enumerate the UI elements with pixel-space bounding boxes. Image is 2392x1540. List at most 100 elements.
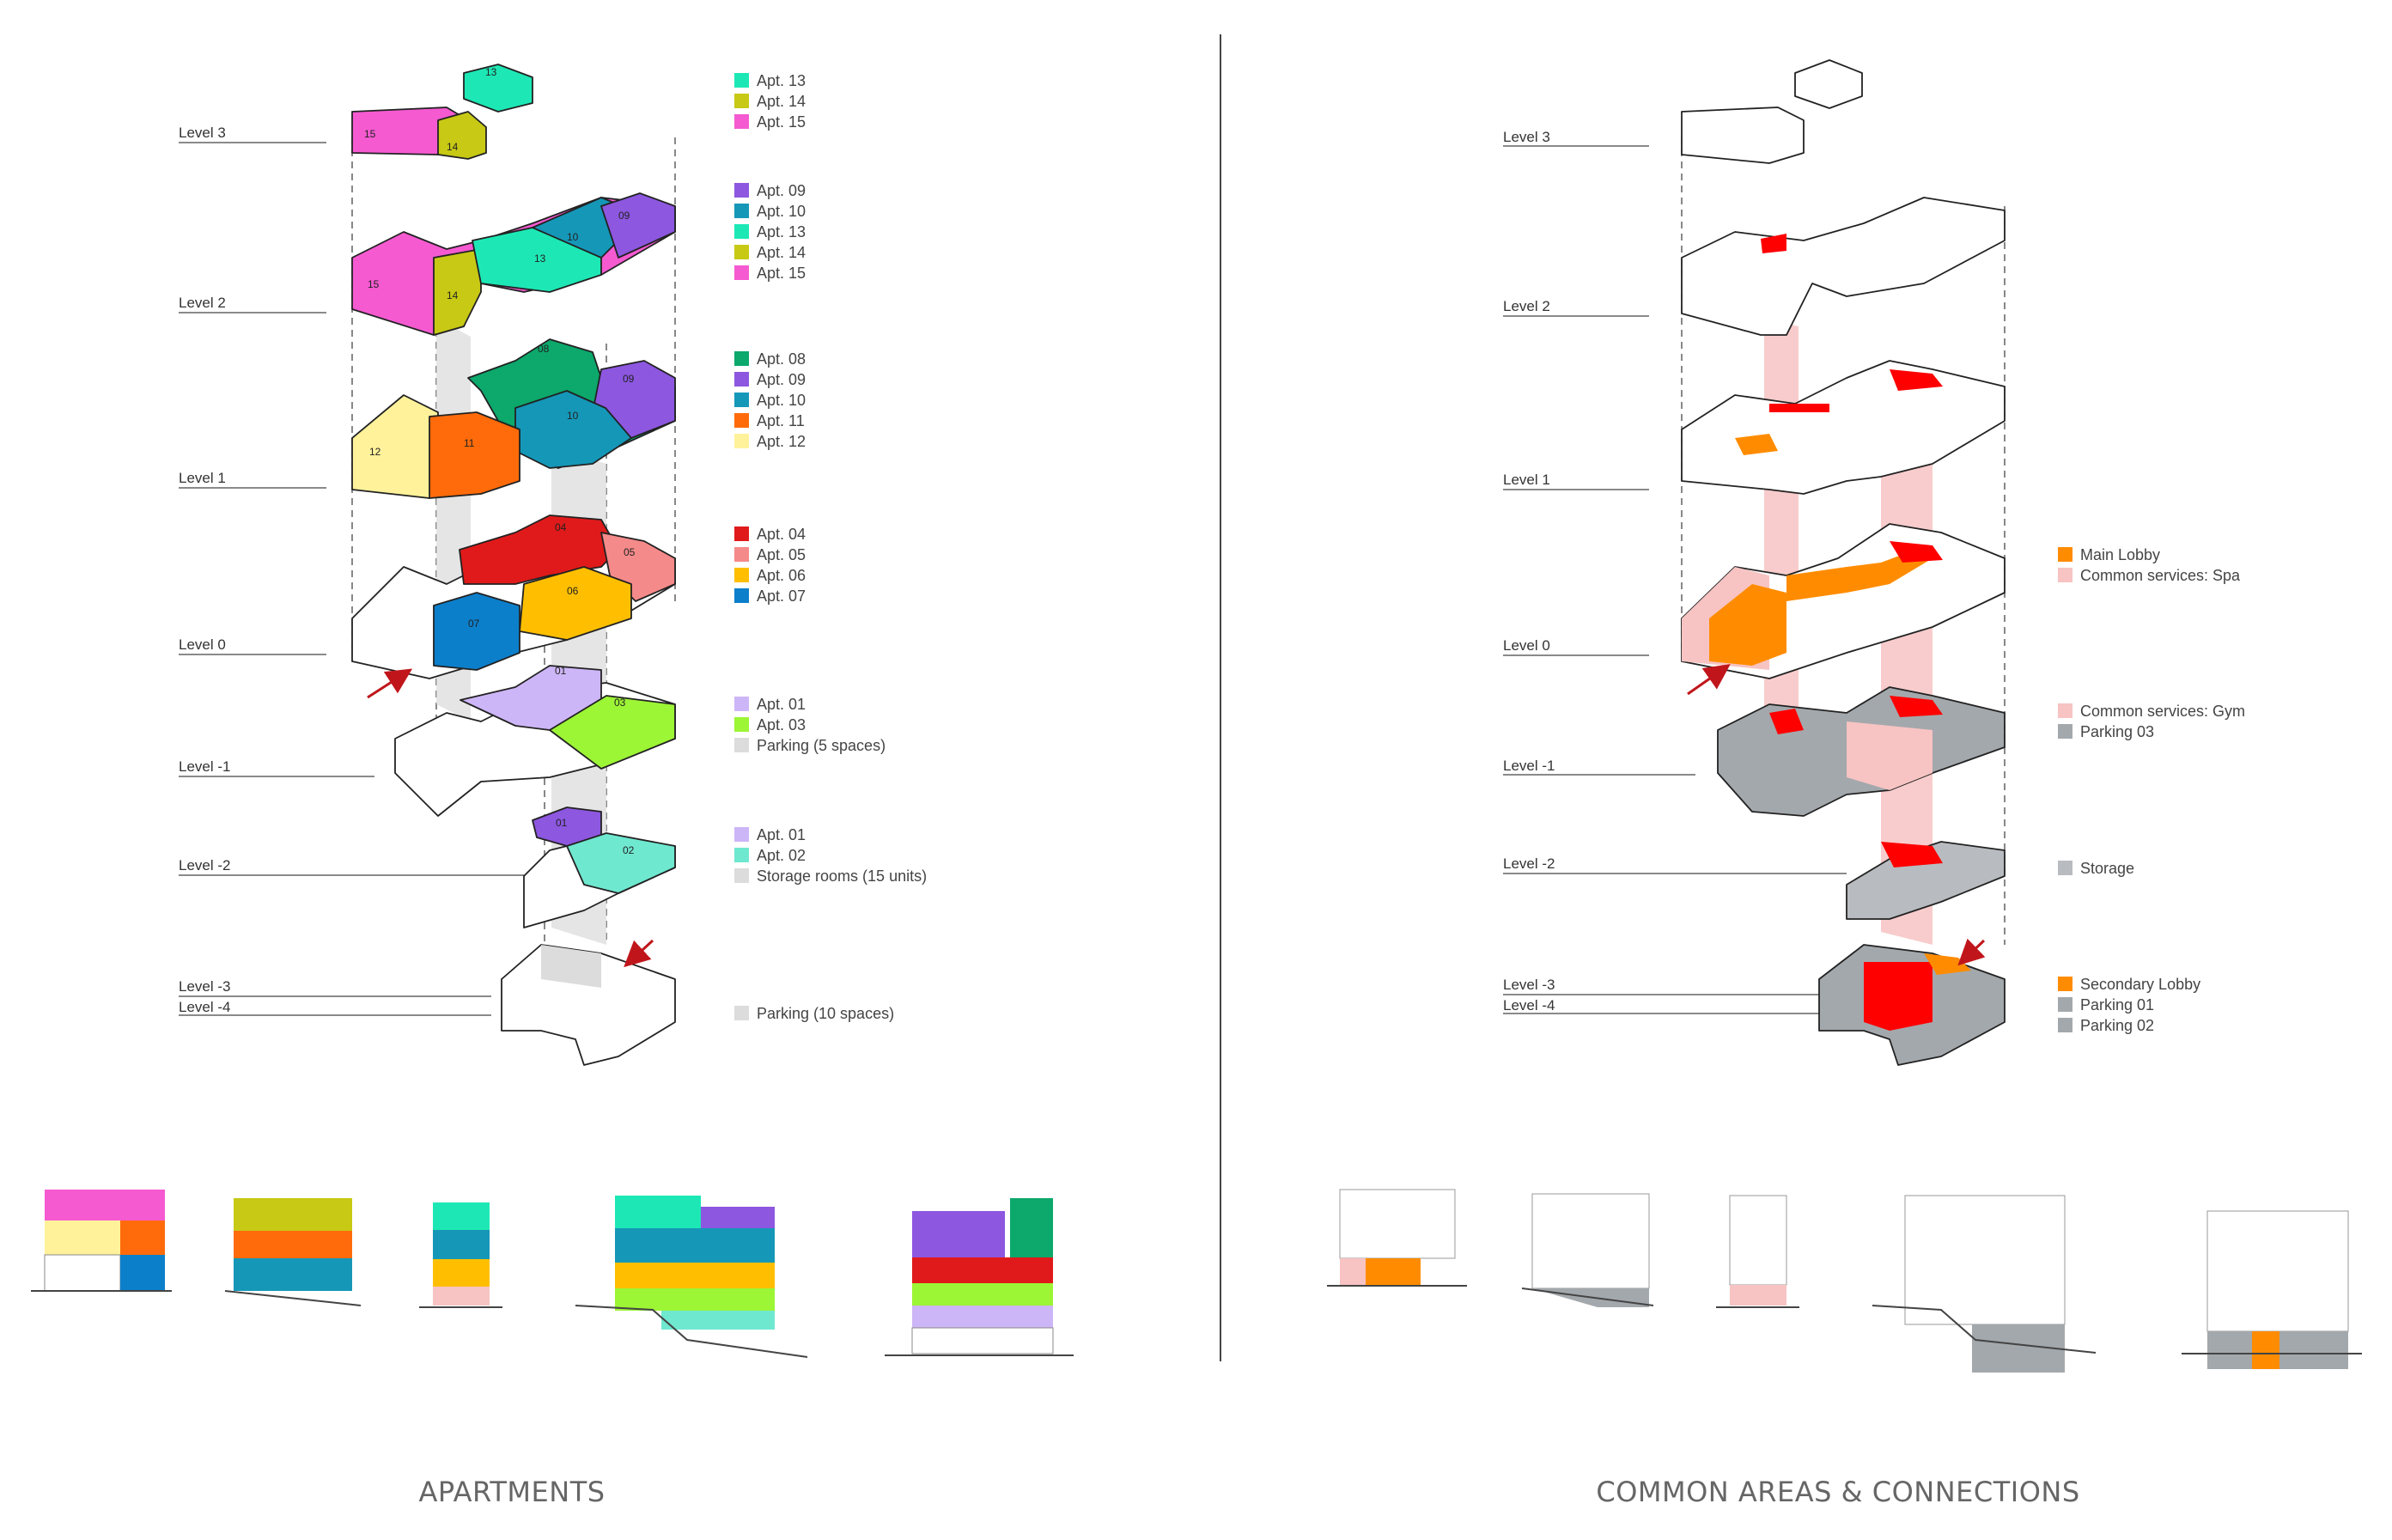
legend-swatch	[2058, 1018, 2072, 1032]
legend-swatch	[734, 73, 749, 88]
elevation-right-3	[1716, 1195, 1799, 1308]
legend-swatch	[734, 372, 749, 387]
apt-num-l0-2: 05	[624, 546, 636, 558]
common-level-labels: Level 3 Level 2 Level 1 Level 0 Level -1…	[1503, 129, 1847, 1014]
legend-label: Apt. 15	[757, 113, 806, 131]
apartments-level-2: 09 10 13 15 14	[351, 192, 676, 336]
legend-label: Parking 03	[2080, 723, 2154, 740]
legend-label: Apt. 13	[757, 72, 806, 89]
legend-swatch	[734, 848, 749, 862]
legend-label: Apt. 06	[757, 567, 806, 584]
legend-swatch	[734, 413, 749, 428]
apt-num-l0-3: 06	[567, 585, 579, 597]
apt-num-l3-3: 14	[447, 141, 459, 153]
elevation-right-2	[1521, 1193, 1654, 1307]
legend-swatch	[734, 827, 749, 842]
legend-swatch	[734, 245, 749, 259]
common-level-1	[1681, 360, 2006, 495]
apt-num-l3-2: 15	[364, 128, 376, 140]
elevation-left-1	[31, 1190, 172, 1292]
common-guides	[1681, 137, 2006, 945]
apt-num-l1-1: 08	[538, 343, 550, 355]
elevation-left-5	[885, 1198, 1074, 1356]
legend-swatch	[734, 1006, 749, 1020]
legend-label: Apt. 02	[757, 847, 806, 864]
legend-swatch	[734, 393, 749, 407]
apt-num-lm1-2: 03	[614, 697, 626, 709]
common-level-label-minus3: Level -3	[1503, 977, 1555, 993]
legend-label: Apt. 12	[757, 433, 806, 450]
level-label-minus2: Level -2	[179, 857, 230, 873]
legend-swatch	[2058, 568, 2072, 582]
legend-label: Apt. 15	[757, 265, 806, 282]
common-level-2	[1681, 197, 2006, 336]
legend-label: Parking 01	[2080, 996, 2154, 1013]
elevation-right-1	[1327, 1189, 1467, 1287]
legend-swatch	[734, 265, 749, 280]
level-label-minus4: Level -4	[179, 999, 230, 1015]
legend-label: Main Lobby	[2080, 546, 2160, 563]
apt-num-l0-1: 04	[555, 521, 567, 533]
legend-label: Apt. 01	[757, 696, 806, 713]
legend-swatch	[734, 94, 749, 108]
legend-label: Apt. 09	[757, 371, 806, 388]
apt-num-l2-3: 13	[534, 253, 546, 265]
apt-num-l1-3: 10	[567, 410, 579, 422]
common-level-label-2: Level 2	[1503, 298, 1550, 314]
legend-label: Apt. 01	[757, 826, 806, 843]
legend-label: Storage	[2080, 860, 2134, 877]
legend-label: Storage rooms (15 units)	[757, 867, 927, 885]
apt-num-l1-4: 12	[369, 446, 381, 458]
entrance-arrow-right-l0	[1687, 664, 1731, 696]
legend-label: Apt. 13	[757, 223, 806, 240]
legend-swatch	[734, 224, 749, 239]
legend-swatch	[2058, 977, 2072, 991]
apartments-elevations	[31, 1190, 1074, 1358]
level-label-minus1: Level -1	[179, 758, 230, 775]
common-level-label-0: Level 0	[1503, 637, 1550, 654]
legend-swatch	[734, 547, 749, 562]
level-label-3: Level 3	[179, 125, 226, 141]
legend-label: Common services: Spa	[2080, 567, 2241, 584]
legend-label: Apt. 14	[757, 244, 806, 261]
apt-num-lm2-1: 01	[556, 817, 568, 829]
entrance-arrow-left-lm3	[624, 939, 654, 968]
level-label-minus3: Level -3	[179, 978, 230, 995]
apt-num-l1-5: 11	[464, 437, 475, 449]
apartments-level-labels: Level 3 Level 2 Level 1 Level 0 Level -1…	[179, 125, 524, 1016]
level-label-1: Level 1	[179, 470, 226, 486]
common-level-label-minus1: Level -1	[1503, 758, 1555, 774]
apt-num-l2-4: 15	[368, 278, 380, 290]
legend-swatch	[734, 868, 749, 883]
legend-swatch	[2058, 997, 2072, 1012]
legend-swatch	[734, 434, 749, 448]
common-level-0	[1681, 523, 2006, 696]
legend-label: Apt. 05	[757, 546, 806, 563]
legend-swatch	[734, 697, 749, 711]
legend-swatch	[734, 204, 749, 218]
elevation-right-5	[2182, 1210, 2362, 1369]
legend-swatch	[734, 351, 749, 366]
common-level-minus1	[1717, 686, 2006, 817]
apt-num-lm1-1: 01	[555, 665, 567, 677]
legend-swatch	[2058, 547, 2072, 562]
legend-swatch	[734, 114, 749, 129]
legend-label: Common services: Gym	[2080, 703, 2245, 720]
apt-num-lm2-2: 02	[623, 844, 635, 856]
apt-num-l1-2: 09	[623, 373, 635, 385]
apartments-level-minus3-4	[501, 939, 676, 1066]
entrance-arrow-left-l0	[367, 668, 413, 699]
elevation-left-4	[575, 1196, 808, 1358]
apt-num-l2-5: 14	[447, 289, 459, 301]
apt-num-l2-1: 09	[618, 210, 630, 222]
legend-swatch	[734, 588, 749, 603]
legend-label: Secondary Lobby	[2080, 976, 2200, 993]
apartments-panel: Level 3 Level 2 Level 1 Level 0 Level -1…	[31, 64, 1074, 1508]
legend-label: Apt. 11	[757, 412, 805, 429]
elevation-right-4	[1872, 1195, 2097, 1373]
common-level-label-1: Level 1	[1503, 472, 1550, 488]
entrance-arrow-right-lm3	[1957, 938, 1986, 966]
legend-label: Parking 02	[2080, 1017, 2154, 1034]
legend-swatch	[734, 183, 749, 198]
